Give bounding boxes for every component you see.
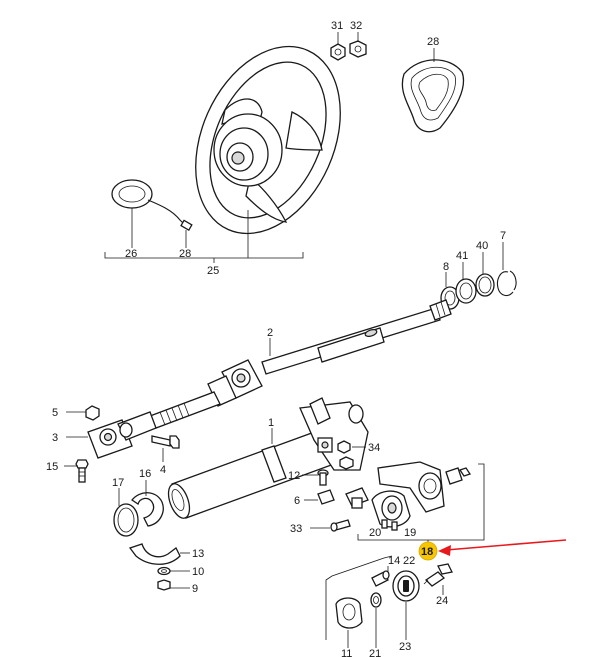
bolt-part-4 [151,435,180,449]
label-16: 16 [139,468,151,480]
label-23: 23 [399,641,411,653]
clip-part-6 [317,489,335,505]
steering-lock-part-18 [377,461,472,513]
label-13: 13 [192,548,204,560]
label-31: 31 [331,20,343,32]
bolt-part-15 [75,459,89,483]
bolt-part-9 [157,579,171,591]
washer-part-34b [339,456,354,470]
label-18: 18 [421,546,433,558]
column-tube-part-1 [167,397,369,519]
clamp-part-16 [131,492,164,527]
label-8: 8 [443,261,449,273]
label-22: 22 [403,555,415,567]
label-25: 25 [207,265,219,277]
label-33: 33 [290,523,302,535]
label-20: 20 [369,527,381,539]
label-34: 34 [368,442,380,454]
nut-part-5 [85,405,100,421]
ignition-switch-part-19 [371,490,411,531]
steering-wheel [195,45,341,235]
label-17: 17 [112,477,124,489]
switch-part-20 [345,487,369,509]
label-9: 9 [192,583,198,595]
label-28-wire: 28 [179,248,191,260]
label-19: 19 [404,527,416,539]
label-10: 10 [192,566,204,578]
washer-part-32 [349,40,367,58]
lock-cylinder-part-23 [392,570,420,602]
screw-part-22 [371,570,390,587]
screw-part-33 [330,519,351,532]
ring-part-17 [113,503,139,537]
ring-part-41 [455,278,477,304]
label-41: 41 [456,250,468,262]
label-15: 15 [46,461,58,473]
highlight-arrow [438,539,567,556]
highlight-marker [418,541,438,561]
nut-part-31 [330,43,346,61]
contact-ring-part-26 [111,179,193,231]
universal-joint-part-3 [87,411,157,459]
trim-ring-part-11 [335,597,363,629]
screw-part-12 [317,469,329,486]
horn-pad-part-28 [401,59,465,133]
label-4: 4 [160,464,166,476]
steering-shaft-part-2 [261,299,452,375]
circlip-part-7 [496,270,517,297]
label-2: 2 [267,327,273,339]
label-3: 3 [52,432,58,444]
label-21: 21 [369,648,381,657]
label-5: 5 [52,407,58,419]
label-6: 6 [294,495,300,507]
label-12: 12 [288,470,300,482]
nut-part-34 [337,440,351,454]
bracket-part-13 [128,543,181,565]
label-14: 14 [388,555,400,567]
ring-part-21 [370,592,382,608]
intermediate-shaft [149,391,221,429]
label-40: 40 [476,240,488,252]
label-32: 32 [350,20,362,32]
key-part-24 [423,563,453,587]
label-1: 1 [268,417,274,429]
ring-part-40 [475,273,495,297]
label-11: 11 [341,648,352,657]
washer-part-10 [157,566,171,576]
label-7: 7 [500,230,506,242]
label-24: 24 [436,595,448,607]
label-26: 26 [125,248,137,260]
label-28-horn-pad: 28 [427,36,439,48]
